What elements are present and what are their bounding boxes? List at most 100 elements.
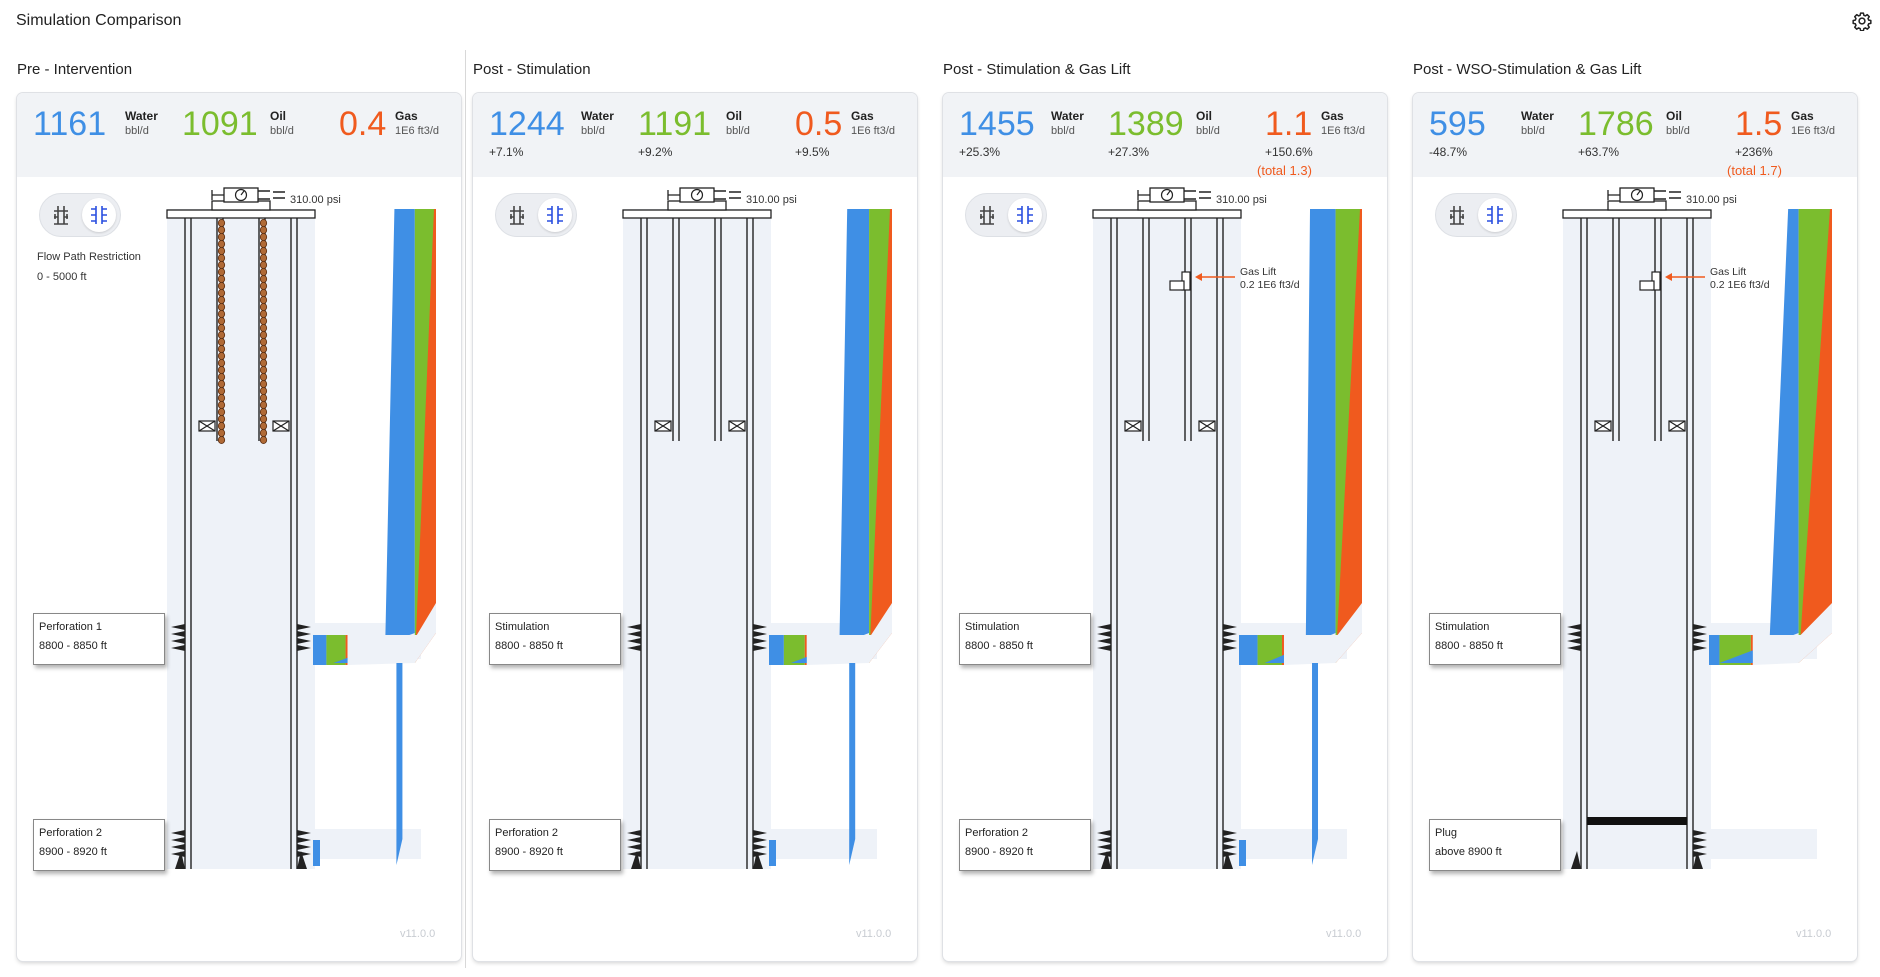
gas-lift-title: Gas Lift [1240,266,1277,278]
flowline-stub [1654,190,1681,200]
scale-deposit [259,226,268,235]
flow-column-water [1264,209,1336,663]
packer-right [1198,420,1216,432]
scale-deposit [259,323,268,332]
schematic-view-button[interactable] [44,198,78,232]
flow-path-icon [91,206,107,224]
zone-2-perforations-left [171,830,185,857]
perforation-shot [297,830,311,836]
zone-1-title: Stimulation [965,621,1020,633]
casing-lines [640,218,754,869]
oil-label: Oil [270,109,287,123]
schematic-view-button[interactable] [970,198,1004,232]
scale-deposit [259,435,268,444]
zone-2-depth: above 8900 ft [1435,846,1502,858]
zone-1-gas-inflow [1281,635,1284,665]
wellbore-svg [1092,187,1362,869]
gas-lift-title: Gas Lift [1710,266,1747,278]
perforation-shot [1097,638,1111,644]
gas-value: 0.4 [339,105,387,143]
water-value: 1455 [959,105,1035,143]
wellhead-flange [622,209,772,219]
scale-deposit [259,219,268,228]
scale-deposit [259,421,268,430]
wellhead-flange [1092,209,1242,219]
gas-lift-arrow-icon [1195,273,1202,281]
column-divider [465,50,466,968]
gas-total: (total 1.7) [1727,163,1782,178]
scale-deposit [259,316,268,325]
view-toggle[interactable] [39,193,121,237]
zone-1-water-inflow [313,635,327,665]
scale-deposit [259,344,268,353]
oil-unit: bbl/d [1196,125,1220,137]
water-change: +7.1% [489,145,524,159]
perforation-shot [1097,837,1111,843]
zone-1-perforations-left [627,624,641,651]
scale-deposit [259,254,268,263]
water-label: Water [581,109,614,123]
flow-view-button[interactable] [1008,198,1042,232]
water-value: 595 [1429,105,1486,143]
scale-deposit [217,323,226,332]
zone-1-title: Perforation 1 [39,621,102,633]
flow-view-button[interactable] [82,198,116,232]
zone-2-inflow-region [1709,829,1817,859]
wellhead-valve-stem [1607,190,1620,200]
scale-deposit [217,365,226,374]
casing-lines [184,218,298,869]
schematic-view-button[interactable] [1440,198,1474,232]
scale-deposit [217,316,226,325]
flow-path-restriction [217,219,268,444]
water-change: +25.3% [959,145,1001,159]
view-toggle[interactable] [1435,193,1517,237]
panel-title: Post - WSO-Stimulation & Gas Lift [1413,61,1642,78]
version-label: v11.0.0 [1796,928,1832,940]
wellbore-schematic-icon [1450,206,1464,225]
scale-deposit [259,414,268,423]
view-toggle[interactable] [495,193,577,237]
flow-path-restriction-range: 0 - 5000 ft [37,271,87,283]
flow-view-button[interactable] [538,198,572,232]
water-unit: bbl/d [581,125,605,137]
scale-deposit [217,219,226,228]
scale-deposit [217,428,226,437]
scale-deposit [217,407,226,416]
perforation-shot [1693,638,1707,644]
schematic-view-button[interactable] [500,198,534,232]
perforation-shot [1567,624,1581,630]
scale-deposit [217,337,226,346]
packer-left [198,420,216,432]
zone-1-perforations-left [171,624,185,651]
perforation-shot [753,624,767,630]
oil-value: 1191 [638,105,712,143]
scale-deposit [217,414,226,423]
flow-view-button[interactable] [1478,198,1512,232]
perforation-shot [1693,624,1707,630]
scale-deposit [217,261,226,270]
view-toggle[interactable] [965,193,1047,237]
perforation-shot [627,638,641,644]
perforation-shot [171,638,185,644]
perforation-shot [297,645,311,651]
gas-value: 0.5 [795,105,843,143]
perforation-shot [171,631,185,637]
packer-cross [654,420,672,432]
perforation-shot [627,624,641,630]
zone-1-perforations-left [1567,624,1581,651]
perforation-shot [627,837,641,843]
gear-icon[interactable] [1852,11,1872,31]
version-label: v11.0.0 [1326,928,1362,940]
